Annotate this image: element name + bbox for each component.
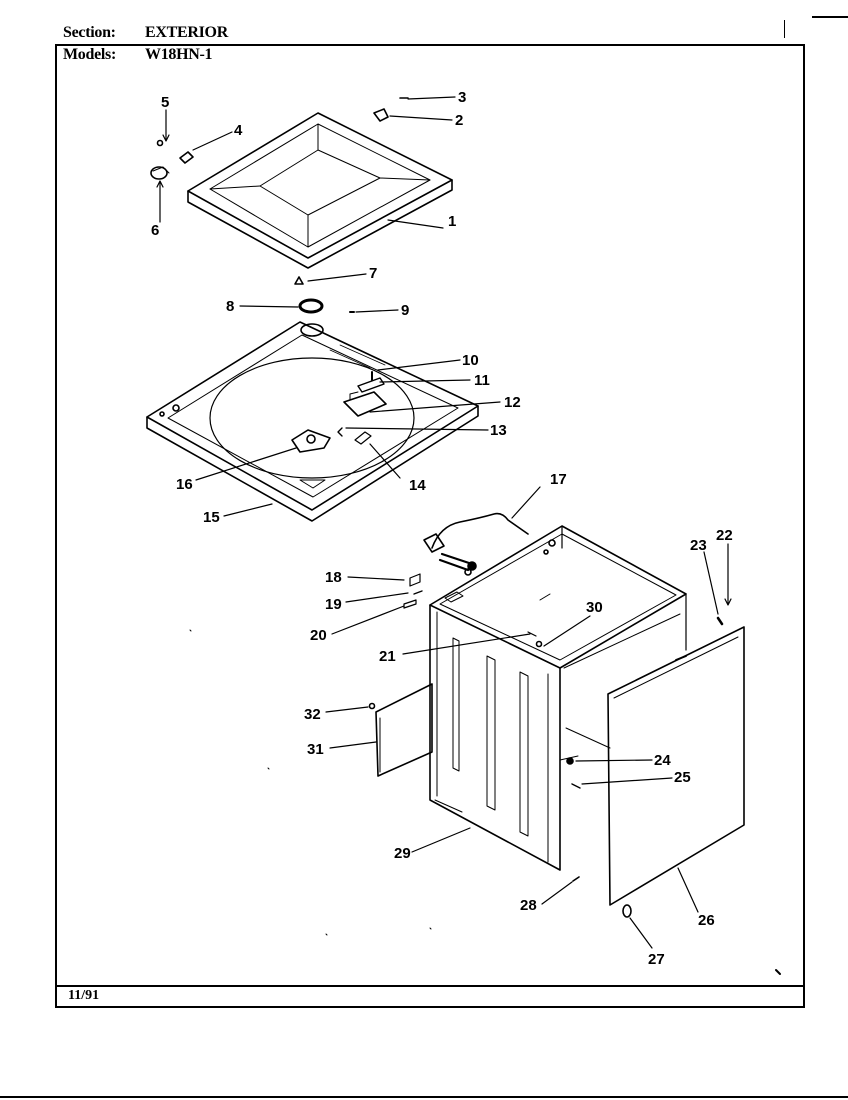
- section-value: EXTERIOR: [145, 24, 228, 41]
- bracket-18-shape: [409, 573, 421, 587]
- agitator-cap-16-shape: [291, 429, 331, 453]
- hinge-2-shape: [373, 108, 389, 122]
- callout-11: 11: [474, 372, 490, 389]
- side-panel-part: [607, 626, 745, 906]
- callout-6: 6: [151, 222, 159, 239]
- top-hole: [300, 323, 324, 337]
- lid-hinge-parts: [150, 97, 409, 285]
- screw-25-shape: [571, 783, 581, 789]
- page-edge-mark: [784, 20, 785, 38]
- callout-25: 25: [674, 769, 691, 786]
- screw-32-shape: [368, 702, 376, 710]
- lid-part: [187, 112, 453, 269]
- hinge-6-shape: [150, 166, 168, 180]
- screw-5-shape: [156, 139, 164, 147]
- callout-30: 30: [586, 599, 603, 616]
- callout-5: 5: [161, 94, 169, 111]
- callout-12: 12: [504, 394, 521, 411]
- footer-divider: [55, 985, 805, 987]
- cabinet-body-part: [429, 525, 687, 871]
- callout-22: 22: [716, 527, 733, 544]
- callout-16: 16: [176, 476, 193, 493]
- callout-28: 28: [520, 897, 537, 914]
- page-edge-top: [812, 16, 848, 18]
- page-edge-bottom: [0, 1096, 848, 1098]
- callout-29: 29: [394, 845, 411, 862]
- power-cord-part: [423, 512, 529, 576]
- callout-8: 8: [226, 298, 234, 315]
- screw-19-shape: [413, 590, 423, 595]
- callout-24: 24: [654, 752, 671, 769]
- callout-15: 15: [203, 509, 220, 526]
- callout-labels: 1 2 3 4 5 6 7 8 9 10 11 12 13 14 15 16 1…: [151, 89, 733, 968]
- cabinet-top-part: [146, 321, 479, 522]
- callout-31: 31: [307, 741, 324, 758]
- callout-23: 23: [690, 537, 707, 554]
- screw-28-shape: [572, 876, 580, 882]
- callout-7: 7: [369, 265, 377, 282]
- callout-14: 14: [409, 477, 426, 494]
- clip-20-shape: [403, 599, 417, 609]
- callout-21: 21: [379, 648, 396, 665]
- callout-32: 32: [304, 706, 321, 723]
- scan-specks: [189, 629, 781, 975]
- leader-lines: [156, 96, 732, 949]
- access-panel-part: [375, 683, 433, 777]
- callout-20: 20: [310, 627, 327, 644]
- callout-19: 19: [325, 596, 342, 613]
- callout-17: 17: [550, 471, 567, 488]
- callout-26: 26: [698, 912, 715, 929]
- callout-27: 27: [648, 951, 665, 968]
- screw-23-shape: [716, 616, 724, 626]
- callout-9: 9: [401, 302, 409, 319]
- callout-4: 4: [234, 122, 243, 139]
- callout-18: 18: [325, 569, 342, 586]
- models-label: Models:: [63, 46, 117, 63]
- lid-switch-parts: [337, 371, 387, 445]
- diagram-frame: [55, 44, 805, 1008]
- callout-2: 2: [455, 112, 463, 129]
- callout-3: 3: [458, 89, 466, 106]
- bumper-7-shape: [294, 276, 304, 285]
- callout-10: 10: [462, 352, 479, 369]
- tub-opening: [209, 357, 415, 479]
- section-label: Section:: [63, 24, 116, 41]
- screw-24-shape: [566, 757, 574, 765]
- foot-27-shape: [622, 904, 632, 918]
- callout-1: 1: [448, 213, 456, 230]
- footer-date: 11/91: [68, 988, 100, 1003]
- callout-13: 13: [490, 422, 507, 439]
- gasket-8-shape: [298, 298, 324, 314]
- models-value: W18HN-1: [145, 46, 213, 63]
- bumper-4-shape: [179, 151, 194, 164]
